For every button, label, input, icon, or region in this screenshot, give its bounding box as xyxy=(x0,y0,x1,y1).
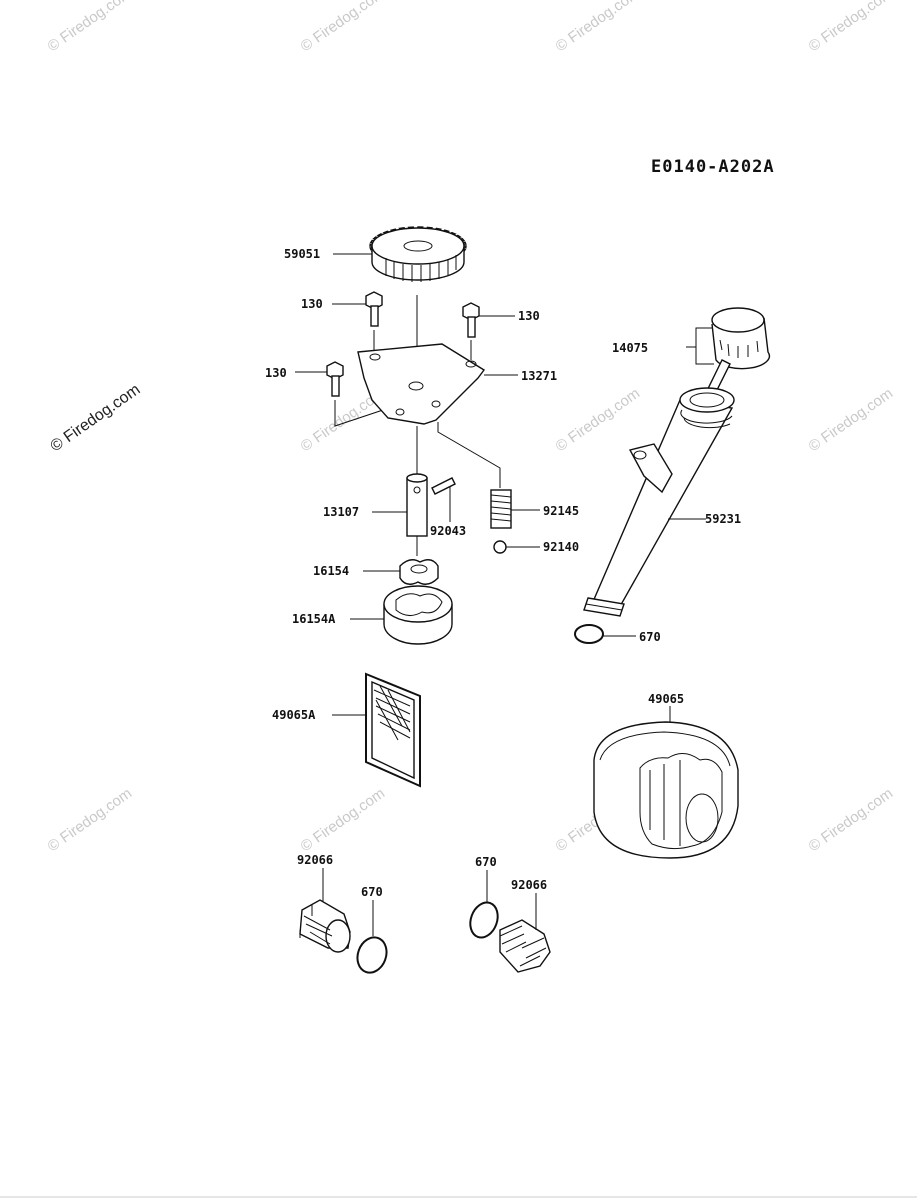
gear-part xyxy=(369,226,467,282)
outer-rotor-part xyxy=(383,585,453,645)
oring-right-part xyxy=(469,901,499,939)
watermark: © Firedog.com xyxy=(45,0,136,55)
label-dipstick-cap: 14075 xyxy=(612,341,648,355)
watermark: © Firedog.com xyxy=(45,785,136,855)
label-pin: 92043 xyxy=(430,524,466,538)
label-bolt-left-top: 130 xyxy=(301,297,323,311)
label-gear: 59051 xyxy=(284,247,320,261)
label-outer-rotor: 16154A xyxy=(292,612,336,626)
screen-part xyxy=(365,672,421,788)
drain-plug-right-part xyxy=(499,919,551,973)
shaft-part xyxy=(406,473,428,537)
watermark: © Firedog.com xyxy=(806,0,897,55)
label-bolt-left-mid: 130 xyxy=(265,366,287,380)
watermark: © Firedog.com xyxy=(806,385,897,455)
bolt-part xyxy=(462,302,480,338)
pin-part xyxy=(431,477,456,495)
cover-plate xyxy=(357,343,486,425)
label-tube-oring: 670 xyxy=(639,630,661,644)
label-oring-right: 670 xyxy=(475,855,497,869)
label-inner-rotor: 16154 xyxy=(313,564,349,578)
label-oil-tube: 59231 xyxy=(705,512,741,526)
label-drain-plug-right: 92066 xyxy=(511,878,547,892)
label-cover: 13271 xyxy=(521,369,557,383)
watermark: © Firedog.com xyxy=(553,0,644,55)
bolt-part xyxy=(365,291,383,327)
watermark: © Firedog.com xyxy=(298,0,389,55)
tube-oring-part xyxy=(574,624,604,644)
label-shaft: 13107 xyxy=(323,505,359,519)
watermark-main: © Firedog.com xyxy=(48,381,144,455)
label-spring: 92145 xyxy=(543,504,579,518)
watermark: © Firedog.com xyxy=(298,785,389,855)
label-screen: 49065A xyxy=(272,708,316,722)
label-oring-left: 670 xyxy=(361,885,383,899)
inner-rotor-part xyxy=(399,559,439,585)
label-oil-filter: 49065 xyxy=(648,692,684,706)
diagram-code: E0140-A202A xyxy=(651,157,775,177)
oil-tube-part xyxy=(583,387,735,617)
watermark: © Firedog.com xyxy=(806,785,897,855)
watermark: © Firedog.com xyxy=(553,385,644,455)
oring-left-part xyxy=(356,936,388,974)
oil-filter-part xyxy=(593,721,739,859)
label-bolt-right-top: 130 xyxy=(518,309,540,323)
spring-part xyxy=(490,489,512,529)
watermark-layer: © Firedog.com © Firedog.com © Firedog.co… xyxy=(45,0,897,855)
bolt-part xyxy=(326,361,344,397)
dipstick-part xyxy=(699,307,771,409)
label-drain-plug-left: 92066 xyxy=(297,853,333,867)
drain-plug-left-part xyxy=(299,899,351,953)
label-ball: 92140 xyxy=(543,540,579,554)
ball-part xyxy=(493,540,507,554)
